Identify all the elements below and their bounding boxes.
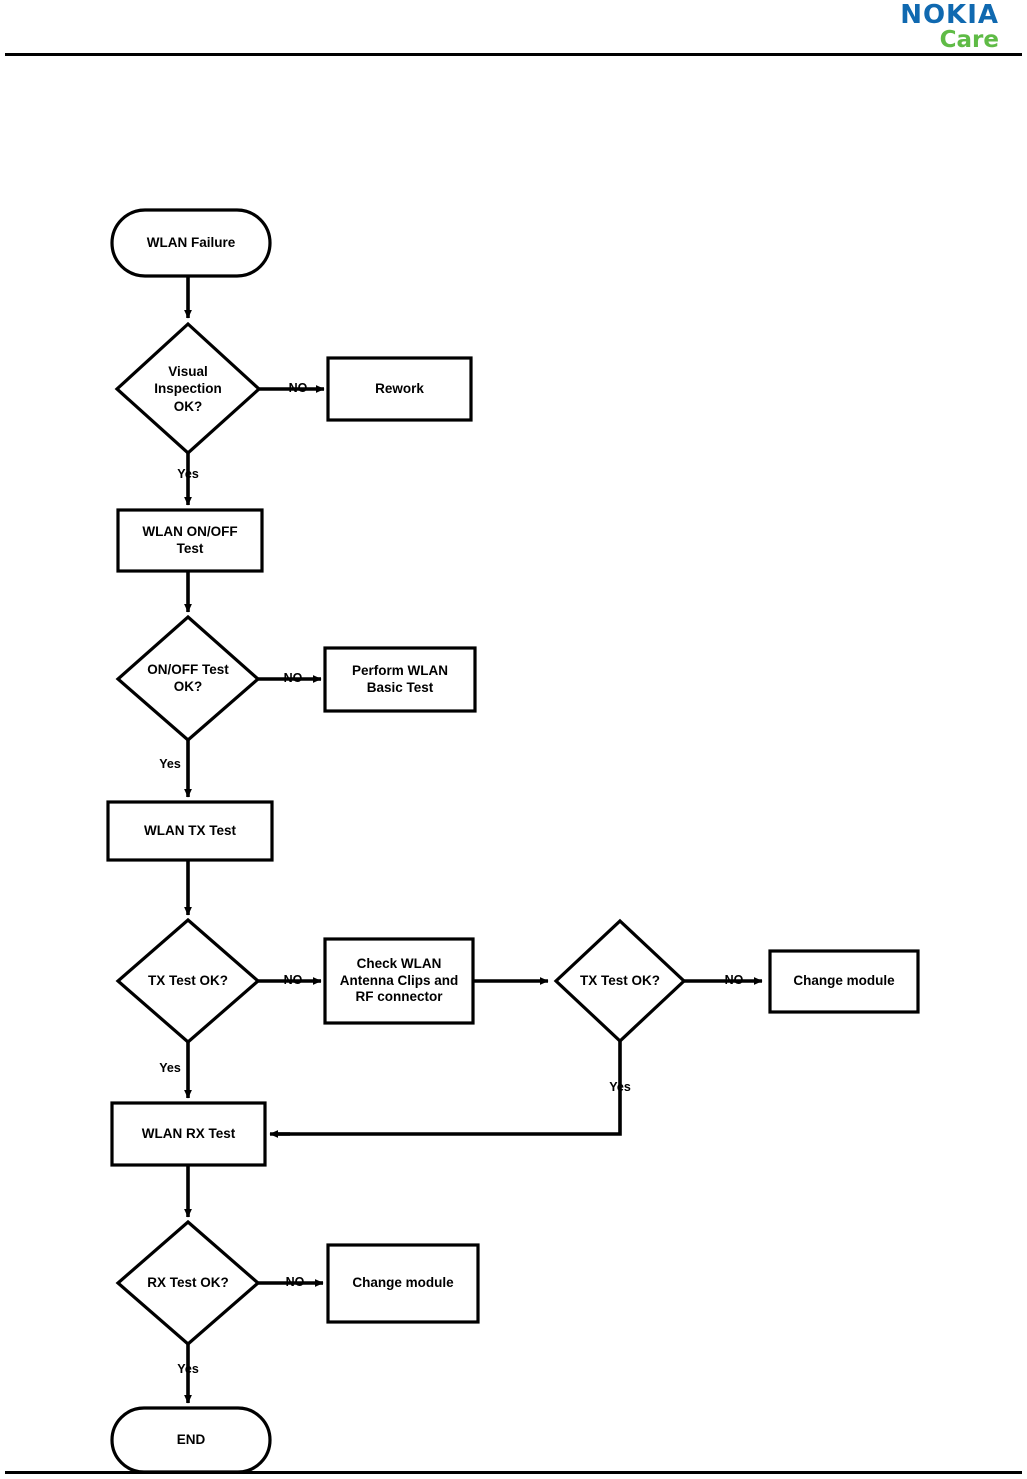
edge-label-tx1-yes: Yes (159, 1061, 181, 1075)
edge-label-tx2-no: NO (724, 973, 744, 987)
node-shape-onoff-test (116, 508, 264, 573)
node-label-rx-test: WLAN RX Test (141, 1125, 236, 1141)
node-label-tx-ok-1: TX Test OK? (147, 972, 228, 988)
node-shape-rework (326, 356, 473, 422)
edge-label-tx2-yes: Yes (609, 1080, 631, 1094)
node-label-visual: Visual Inspection OK? (154, 363, 222, 414)
edge-label-visual-no: NO (288, 381, 308, 395)
node-shape-check-antenna (323, 937, 475, 1025)
edge-label-rx-yes: Yes (177, 1362, 199, 1376)
node-label-start: WLAN Failure (146, 234, 236, 250)
node-shape-tx-test (106, 800, 274, 862)
node-label-rework: Rework (375, 380, 424, 396)
edge-label-onoff-yes: Yes (159, 757, 181, 771)
node-shape-change-module-2 (326, 1243, 480, 1324)
edge-label-visual-yes: Yes (177, 467, 199, 481)
node-label-change-module-1: Change module (793, 973, 895, 989)
node-label-check-antenna: Check WLAN Antenna Clips and RF connecto… (339, 955, 459, 1005)
node-label-end: END (176, 1431, 206, 1447)
node-label-onoff-ok: ON/OFF Test OK? (147, 662, 229, 694)
edge-label-tx1-no: NO (283, 973, 303, 987)
node-label-tx-test: WLAN TX Test (144, 822, 236, 838)
node-shape-change-module-1 (768, 949, 920, 1014)
node-shape-rx-test (110, 1101, 267, 1167)
edge-tx2-yes-path (277, 1041, 622, 1136)
node-shape-end (110, 1406, 272, 1474)
logo-nokia-text: NOKIA (900, 0, 999, 30)
header-divider-rule (5, 53, 1022, 56)
footer-divider-rule (5, 1471, 1022, 1474)
edge-label-rx-no: NO (285, 1275, 305, 1289)
node-label-rx-ok: RX Test OK? (147, 1274, 229, 1290)
node-shape-start (110, 208, 272, 278)
node-label-change-module-2: Change module (352, 1275, 454, 1291)
node-label-basic-test: Perform WLAN Basic Test (351, 662, 448, 695)
node-label-onoff-test: WLAN ON/OFF Test (142, 523, 238, 556)
edge-label-onoff-no: NO (283, 671, 303, 685)
node-label-tx-ok-2: TX Test OK? (579, 972, 660, 988)
node-shape-basic-test (323, 646, 477, 713)
logo-care-text: Care (939, 27, 999, 53)
nokia-care-logo: NOKIA Care (900, 2, 999, 52)
